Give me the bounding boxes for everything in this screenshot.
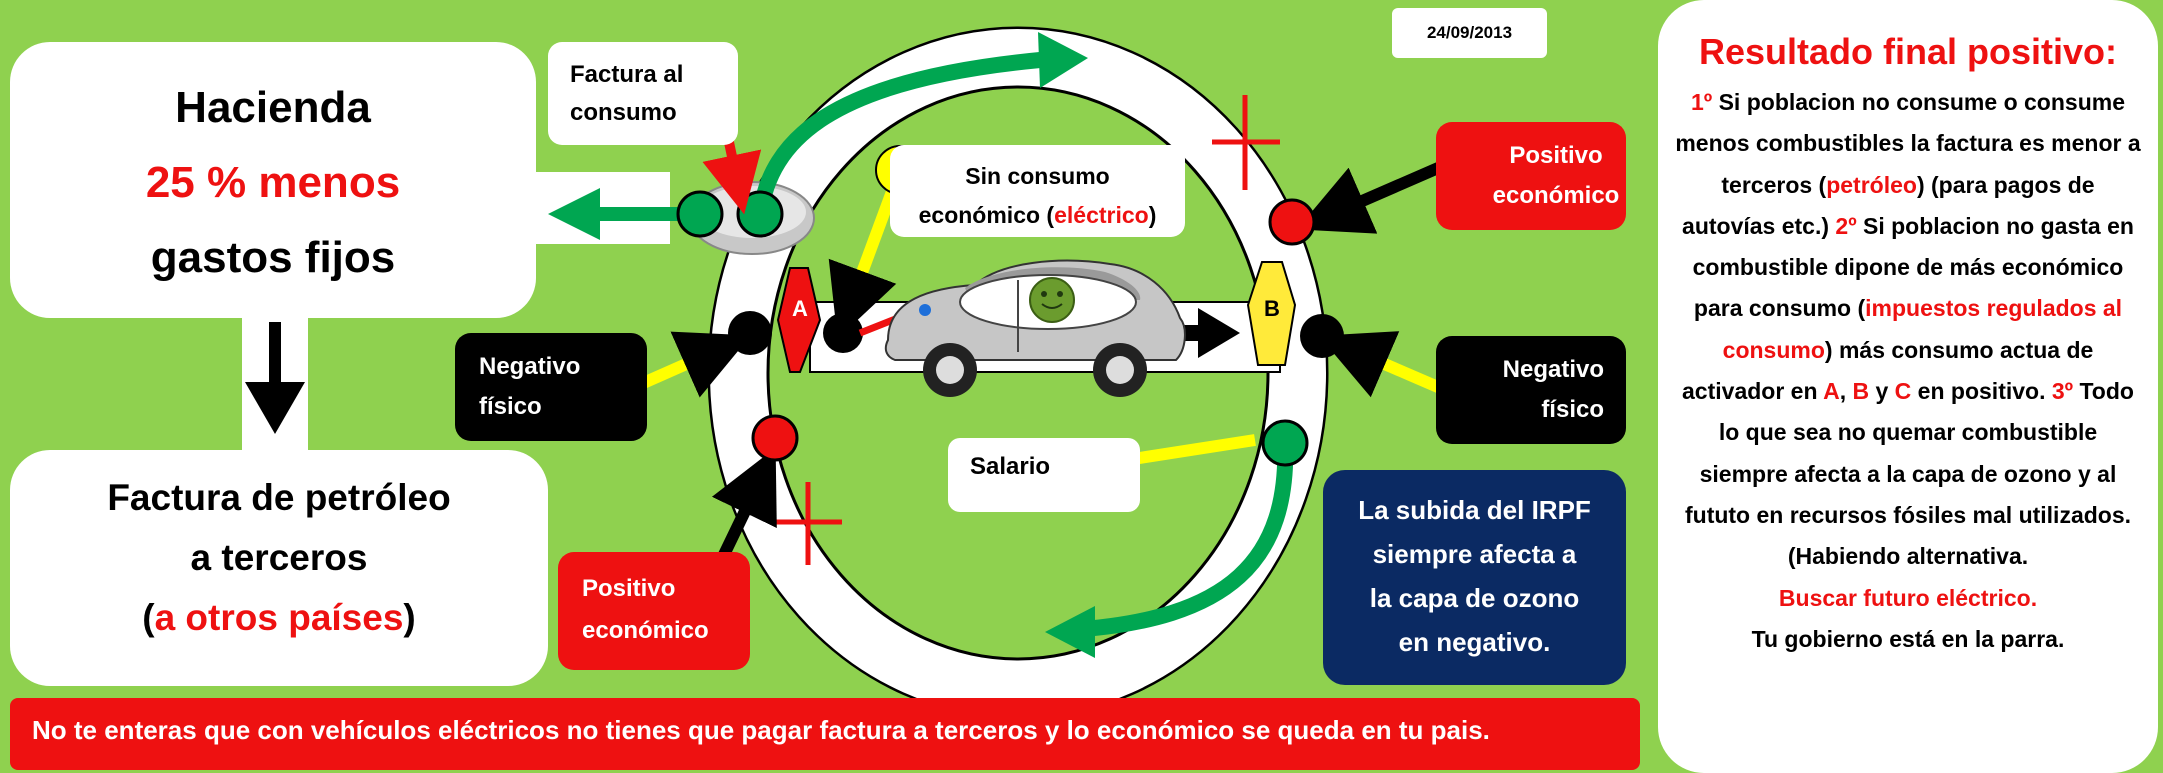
factura-petroleo-highlight: a otros países: [154, 597, 404, 638]
green-arrow-top: [752, 52, 1041, 217]
red-dot: [751, 414, 799, 462]
factura-petroleo-line2: a terceros: [190, 537, 368, 578]
negativo-right-box: Negativo físico: [1436, 336, 1626, 444]
negativo-left-box: Negativo físico: [455, 333, 647, 441]
red-dot: [1268, 198, 1316, 246]
result-closing: Tu gobierno está en la parra.: [1751, 625, 2065, 652]
banner-text: No te enteras que con vehículos eléctric…: [32, 715, 1490, 745]
black-dot: [823, 313, 863, 353]
hacienda-highlight: 25 % menos: [145, 158, 401, 207]
sin-consumo-box: Sin consumo económico (eléctrico): [890, 145, 1185, 237]
positivo-top-box: Positivo económico: [1436, 122, 1626, 230]
date-text: 24/09/2013: [1426, 23, 1513, 42]
green-dot: [676, 190, 724, 238]
bottom-banner: No te enteras que con vehículos eléctric…: [10, 698, 1640, 770]
factura-petroleo-box: Factura de petróleo a terceros (a otros …: [10, 450, 548, 686]
sin-consumo-line1: Sin consumo: [965, 163, 1110, 189]
date-label: 24/09/2013: [1392, 8, 1547, 58]
marker-b-label: B: [1264, 296, 1280, 321]
factura-consumo-line2: consumo: [570, 99, 677, 126]
factura-consumo-box: Factura al consumo: [548, 42, 738, 145]
result-call-to-action: Buscar futuro eléctrico.: [1778, 584, 2038, 611]
green-arrow-bottom: [1069, 439, 1294, 638]
red-cross-bottom: [775, 482, 842, 565]
positivo-bottom-box: Positivo económico: [558, 552, 750, 670]
green-dot: [736, 190, 784, 238]
factura-consumo-line1: Factura al: [570, 61, 684, 88]
red-cross-top: [1212, 95, 1280, 190]
result-body: 1º Si poblacion no consume o consume men…: [1672, 82, 2144, 660]
hacienda-subtitle: gastos fijos: [150, 233, 396, 282]
factura-petroleo-line3: (a otros países): [142, 597, 416, 638]
electric-car-icon: [884, 259, 1186, 397]
hacienda-title: Hacienda: [175, 83, 371, 132]
irpf-box: La subida del IRPF siempre afecta a la c…: [1323, 470, 1626, 685]
result-panel: Resultado final positivo: 1º Si poblacio…: [1658, 0, 2158, 773]
green-dot: [1261, 419, 1309, 467]
result-title: Resultado final positivo:: [1698, 31, 2118, 72]
marker-b-shape: [1246, 261, 1297, 366]
salario-text: Salario: [970, 453, 1051, 480]
black-dot: [1300, 314, 1344, 358]
down-arrow-icon: [245, 322, 305, 434]
sin-consumo-line2: económico (eléctrico): [918, 202, 1157, 228]
salario-box: Salario: [948, 438, 1140, 512]
hacienda-box: Hacienda 25 % menos gastos fijos: [10, 42, 536, 318]
marker-a-label: A: [792, 296, 808, 321]
factura-petroleo-line1: Factura de petróleo: [107, 477, 451, 518]
black-dot: [728, 311, 772, 355]
marker-a-shape: [776, 267, 822, 373]
